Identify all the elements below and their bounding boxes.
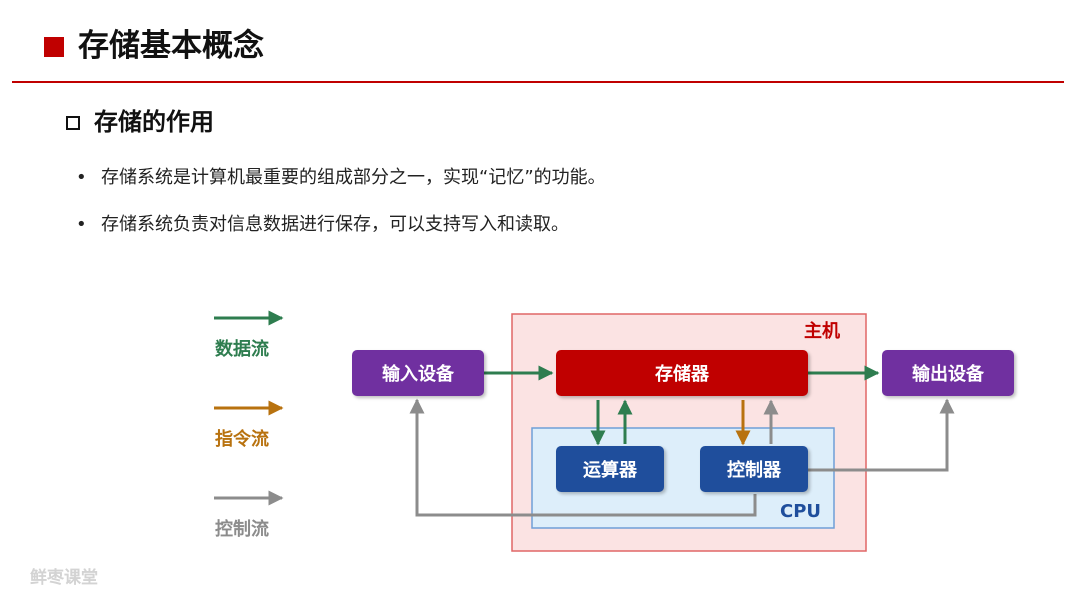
bullet-text-2: 存储系统负责对信息数据进行保存，可以支持写入和读取。 [101,214,569,235]
output-device-node: 输出设备 [882,350,1014,396]
page-title: 存储基本概念 [78,28,264,64]
legend-data-flow-label: 数据流 [215,339,269,360]
control-flow-controller-to-input [409,398,757,517]
title-marker-square [44,37,64,57]
legend-instruction-flow-label: 指令流 [215,429,269,450]
cpu-label: CPU [780,501,822,522]
host-label: 主机 [804,321,840,342]
memory-node: 存储器 [556,350,808,396]
alu-node: 运算器 [556,446,664,492]
title-divider [12,81,1064,83]
section-checkbox-icon [66,116,80,130]
section-title: 存储的作用 [94,108,214,136]
bullet-marker: • [76,214,87,235]
watermark-text: 鲜枣课堂 [30,568,98,588]
input-device-node: 输入设备 [352,350,484,396]
controller-node: 控制器 [700,446,808,492]
bullet-text-1: 存储系统是计算机最重要的组成部分之一，实现“记忆”的功能。 [101,167,606,188]
bullet-marker: • [76,167,87,188]
control-flow-controller-to-output [808,398,955,472]
legend-control-flow-label: 控制流 [215,519,269,540]
